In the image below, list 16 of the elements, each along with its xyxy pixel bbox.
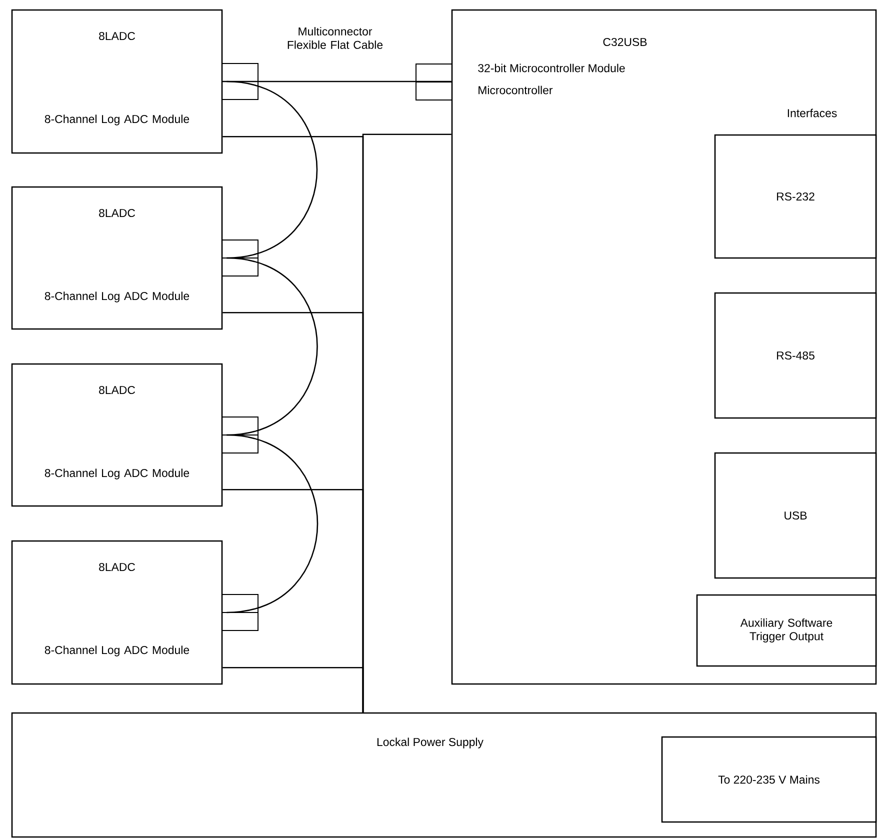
- interface-box: RS-485: [714, 292, 877, 419]
- cable-loop: [226, 434, 318, 614]
- mains-box: To 220-235 V Mains: [661, 736, 877, 823]
- cable-loop: [226, 257, 318, 436]
- module-box: 8LADC 8-Channel Log ADC Module: [11, 540, 223, 685]
- interface-box: RS-232: [714, 134, 877, 259]
- module-box: 8LADC 8-Channel Log ADC Module: [11, 9, 223, 154]
- power-line: [362, 134, 452, 712]
- interface-box: USB: [714, 452, 877, 579]
- module-box: 8LADC 8-Channel Log ADC Module: [11, 363, 223, 507]
- output-box: Auxiliary Software Trigger Output: [696, 594, 877, 667]
- flat-cable: [222, 80, 452, 82]
- edge-label: Multiconnector Flexible Flat Cable: [288, 27, 383, 49]
- module-box: 8LADC 8-Channel Log ADC Module: [11, 186, 223, 330]
- section-label: Interfaces: [788, 108, 837, 118]
- cable-loop: [226, 80, 318, 259]
